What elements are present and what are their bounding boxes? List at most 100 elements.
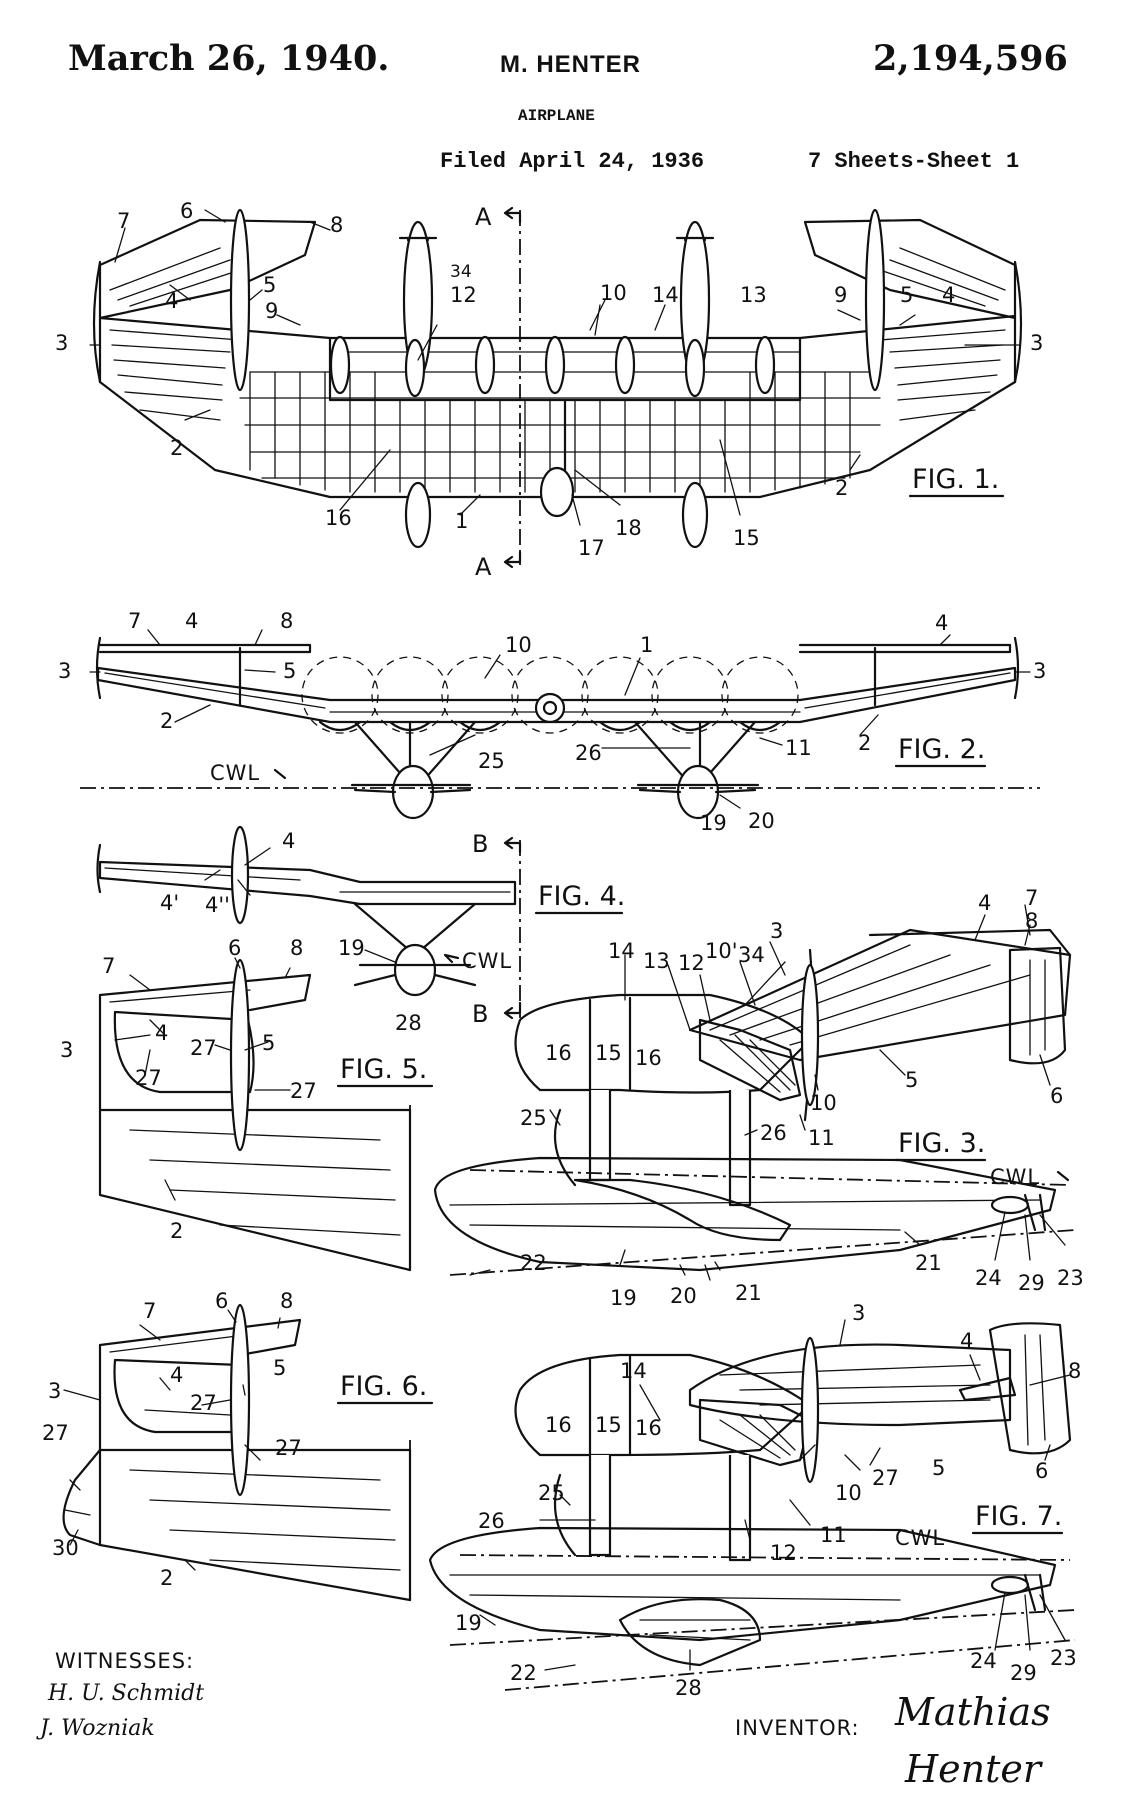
reference-numeral: 5: [262, 1031, 275, 1055]
reference-numeral: 6: [1035, 1459, 1048, 1483]
witness-signature-2: J. Wozniak: [36, 1716, 155, 1741]
reference-numeral: 22: [510, 1661, 537, 1685]
reference-numeral: 27: [290, 1079, 317, 1103]
reference-numeral: 19: [455, 1611, 482, 1635]
reference-numeral: 5: [905, 1068, 918, 1092]
reference-numeral: 27: [190, 1391, 217, 1415]
reference-numeral: 27: [190, 1036, 217, 1060]
reference-numeral: 24: [970, 1649, 997, 1673]
figure-2-front-view: CWL 7 4 8 3 5 2 10 1 4 3 2 25 26 11 19 2…: [58, 609, 1046, 835]
section-a-bottom-label: A: [475, 553, 492, 581]
inventor-label: INVENTOR:: [735, 1716, 860, 1740]
reference-numeral: 22: [520, 1251, 547, 1275]
fig-6-label: FIG. 6.: [340, 1371, 427, 1402]
reference-numeral: 1: [640, 633, 653, 657]
reference-numeral: 10: [505, 633, 532, 657]
reference-numeral: 10: [810, 1091, 837, 1115]
reference-numeral: 4: [170, 1363, 183, 1387]
reference-numeral: 15: [595, 1041, 622, 1065]
reference-numeral: 30: [52, 1536, 79, 1560]
reference-numeral: 16: [545, 1413, 572, 1437]
reference-numeral: 3: [55, 331, 68, 355]
reference-numeral: 19: [338, 936, 365, 960]
reference-numeral: 26: [760, 1121, 787, 1145]
reference-numeral: 2: [835, 476, 848, 500]
reference-numeral: 8: [330, 213, 343, 237]
reference-numeral: 29: [1010, 1661, 1037, 1685]
reference-numeral: 14: [608, 939, 635, 963]
reference-numeral: 13: [643, 949, 670, 973]
reference-numeral: 6: [180, 199, 193, 223]
reference-numeral: 15: [595, 1413, 622, 1437]
reference-numeral: 8: [1068, 1359, 1081, 1383]
reference-numeral: 27: [275, 1436, 302, 1460]
reference-numeral: 7: [128, 609, 141, 633]
figure-6-numerals: 7 6 8 3 4 5 27 27 27 30 2: [42, 1289, 302, 1590]
reference-numeral: 27: [872, 1466, 899, 1490]
reference-numeral: 2: [170, 1219, 183, 1243]
reference-numeral: 4'': [205, 893, 230, 917]
reference-numeral: 26: [575, 741, 602, 765]
reference-numeral: 7: [143, 1299, 156, 1323]
figure-4-numerals: 4 4' 4'' 19 28: [160, 829, 422, 1035]
figure-1-numerals: 7 6 8 4 5 3 9 34 12 10 14 13 9 5 4 3 2 1…: [55, 199, 1043, 560]
sheet-info: 7 Sheets-Sheet 1: [808, 149, 1019, 174]
reference-numeral: 4: [185, 609, 198, 633]
section-b-top-label: B: [472, 830, 488, 858]
reference-numeral: 11: [808, 1126, 835, 1150]
figure-6-wingtip-float: 7 6 8 3 4 5 27 27 27 30 2 FIG. 6.: [42, 1289, 434, 1602]
fig-4-label: FIG. 4.: [538, 881, 625, 912]
reference-numeral: 20: [748, 809, 775, 833]
reference-numeral: 5: [263, 273, 276, 297]
reference-numeral: 4: [165, 289, 178, 313]
reference-numeral: 19: [610, 1286, 637, 1310]
reference-numeral: 10: [835, 1481, 862, 1505]
reference-numeral: 16: [325, 506, 352, 530]
cwl-label-fig4: CWL: [462, 949, 512, 973]
reference-numeral: 16: [635, 1046, 662, 1070]
figure-4-partial-front: B B CWL 4 4' 4'' 19 28 FIG. 4.: [96, 825, 625, 1035]
reference-numeral: 10': [705, 939, 738, 963]
reference-numeral: 4: [155, 1021, 168, 1045]
reference-numeral: 8: [280, 1289, 293, 1313]
reference-numeral: 10: [600, 281, 627, 305]
reference-numeral: 7: [117, 209, 130, 233]
reference-numeral: 3: [852, 1301, 865, 1325]
figure-1-plan-view: A A: [55, 199, 1043, 581]
cwl-label-fig3: CWL: [990, 1165, 1040, 1189]
reference-numeral: 26: [478, 1509, 505, 1533]
figure-5-wingtip-detail: 7 6 8 3 4 27 5 27 27 2 FIG. 5.: [60, 936, 434, 1272]
reference-numeral: 27: [42, 1421, 69, 1445]
reference-numeral: 15: [733, 526, 760, 550]
reference-numeral: 21: [915, 1251, 942, 1275]
reference-numeral: 3: [770, 919, 783, 943]
reference-numeral: 4: [978, 891, 991, 915]
reference-numeral: 6: [215, 1289, 228, 1313]
patent-number: 2,194,596: [873, 38, 1068, 79]
figure-5-numerals: 7 6 8 3 4 27 5 27 27 2: [60, 936, 317, 1243]
reference-numeral: 23: [1057, 1266, 1084, 1290]
section-a-top-label: A: [475, 203, 492, 231]
witness-signature-1: H. U. Schmidt: [47, 1681, 204, 1706]
fig-1-label: FIG. 1.: [912, 464, 999, 495]
reference-numeral: 14: [652, 283, 679, 307]
reference-numeral: 1: [455, 509, 468, 533]
reference-numeral: 28: [395, 1011, 422, 1035]
reference-numeral: 5: [283, 659, 296, 683]
figure-3-numerals: 4 7 8 3 14 13 12 10' 34 16 15 16 5 6 25 …: [520, 886, 1084, 1310]
reference-numeral: 6: [1050, 1084, 1063, 1108]
reference-numeral: 8: [1025, 909, 1038, 933]
reference-numeral: 9: [265, 299, 278, 323]
invention-title: AIRPLANE: [518, 107, 595, 125]
reference-numeral: 7: [1025, 886, 1038, 910]
reference-numeral: 3: [48, 1379, 61, 1403]
reference-numeral: 25: [538, 1481, 565, 1505]
reference-numeral: 20: [670, 1284, 697, 1308]
reference-numeral: 9: [834, 283, 847, 307]
patent-date: March 26, 1940.: [68, 38, 389, 79]
reference-numeral: 8: [280, 609, 293, 633]
inventor-signature-first: Mathias: [894, 1690, 1051, 1734]
reference-numeral: 5: [273, 1356, 286, 1380]
engine-nacelles: [329, 220, 776, 398]
